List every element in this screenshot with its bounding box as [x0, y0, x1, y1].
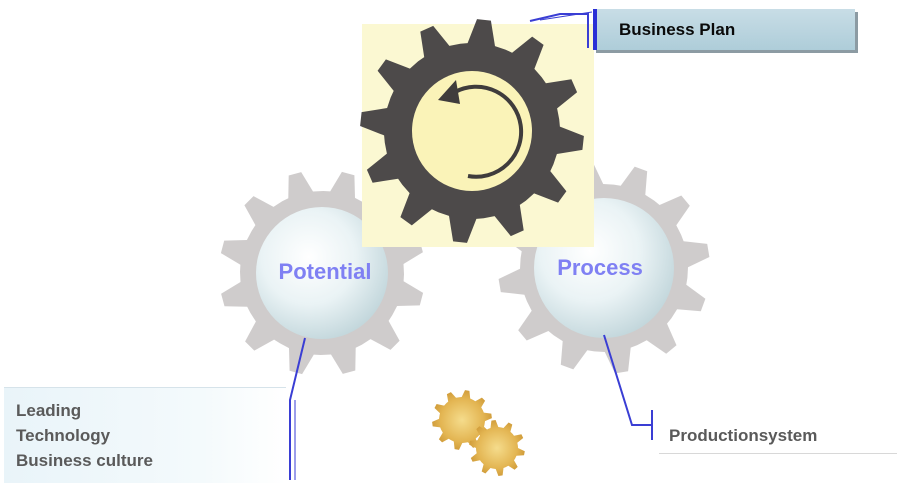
rotate-arrow-icon: [438, 80, 460, 104]
business-plan-connector: [529, 13, 589, 48]
business-plan-gear-icon: [360, 19, 594, 247]
small-gears-icon: [432, 390, 525, 476]
business-plan-label: Business Plan: [619, 19, 736, 39]
business-plan-box: Business Plan: [593, 9, 855, 50]
production-system-label: Productionsystem: [669, 426, 818, 445]
process-label: Process: [557, 255, 643, 280]
production-system-box: Productionsystem: [659, 412, 897, 454]
potential-label: Potential: [278, 259, 372, 284]
connector-lines: [289, 11, 653, 480]
potential-connector: [289, 337, 306, 480]
potential-item: Technology: [16, 426, 111, 445]
potential-item: Leading: [16, 401, 82, 420]
process-connector: [603, 334, 652, 426]
potential-item: Business culture: [16, 451, 153, 470]
potential-details-box: Leading Technology Business culture: [4, 387, 286, 483]
